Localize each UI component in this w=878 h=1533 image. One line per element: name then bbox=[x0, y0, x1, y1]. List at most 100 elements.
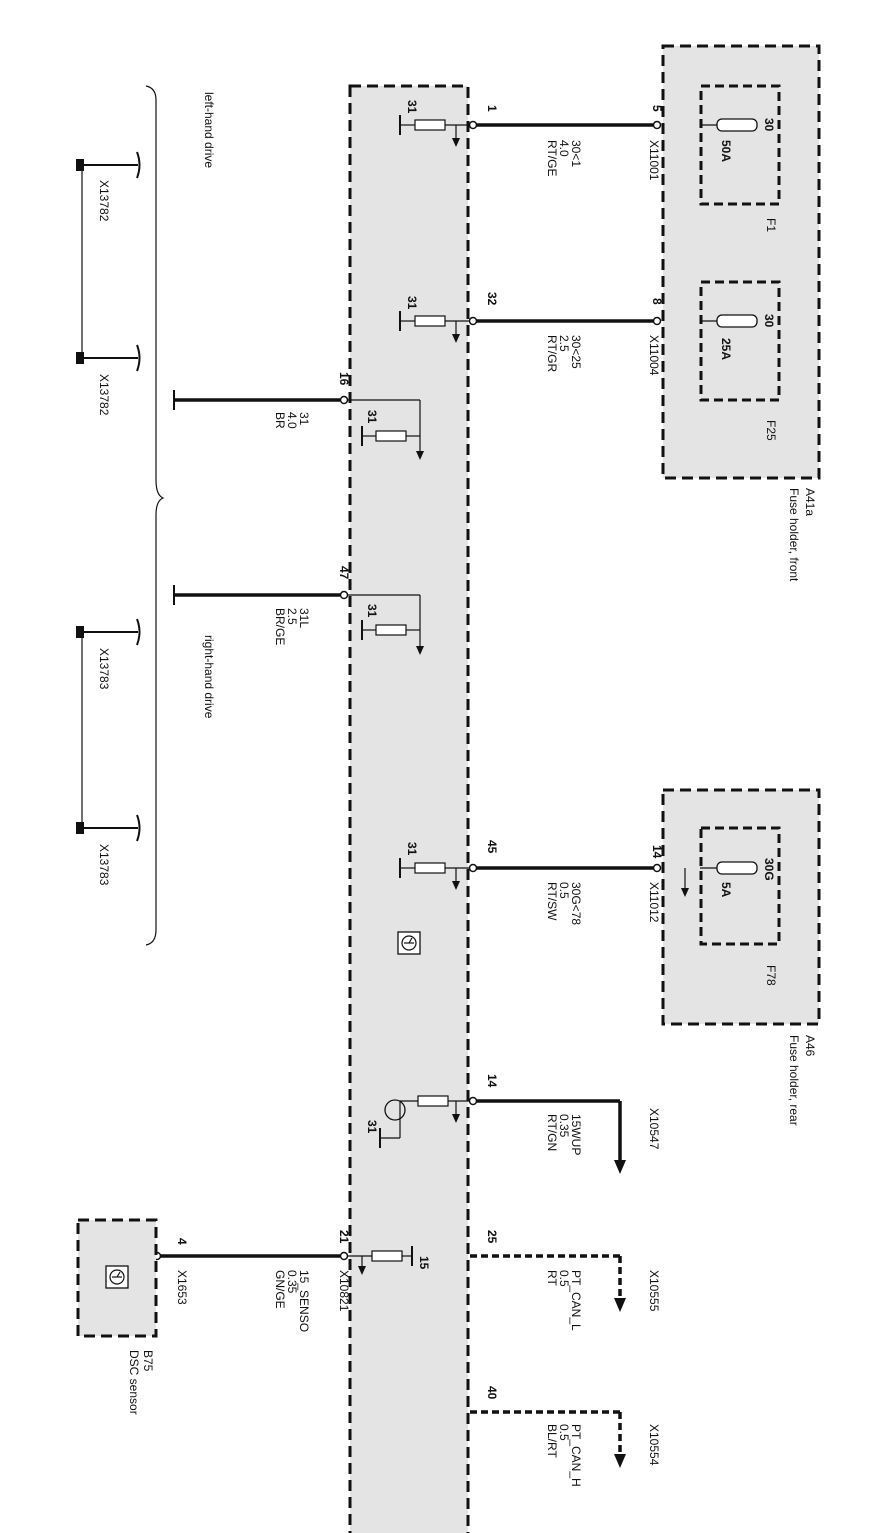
wire-pin-40: 40 X10554 PT_CAN_H 0.5 BL/RT bbox=[470, 1386, 661, 1487]
sensor-icon bbox=[109, 1269, 125, 1285]
connector-x13782: X13782 bbox=[97, 374, 111, 416]
fuse-f25-rating: 25A bbox=[719, 338, 733, 360]
fuse-f25-terminal: 30 bbox=[762, 314, 776, 328]
fuse-holder-front-name: Fuse holder, front bbox=[787, 488, 801, 582]
arrow-down-icon bbox=[614, 1454, 626, 1468]
ground-31-label: 31 bbox=[405, 100, 419, 114]
wire-45-signal: 30G<78 bbox=[569, 882, 583, 925]
control-unit-box bbox=[348, 84, 470, 1533]
dsc-sensor: B75 DSC sensor bbox=[76, 1218, 158, 1415]
fuse-holder-front-id: A41a bbox=[803, 488, 817, 516]
dsc-sensor-id: B75 bbox=[141, 1350, 155, 1372]
pin-8-label: 8 bbox=[650, 298, 664, 305]
fuse-holder-rear-id: A46 bbox=[803, 1035, 817, 1057]
wire-21-size: 0.35 bbox=[285, 1270, 299, 1294]
pin-47-label: 47 bbox=[337, 566, 351, 580]
connector-x13782: X13782 bbox=[97, 180, 111, 222]
fuse-f25-id: F25 bbox=[764, 420, 778, 441]
wire-pin-21: 21 4 X10821 X1653 15_SENSO 0.35 GN/GE 15 bbox=[152, 1230, 431, 1332]
wire-45-size: 0.5 bbox=[557, 882, 571, 899]
pin-32-label: 32 bbox=[485, 292, 499, 306]
pin-21-label: 21 bbox=[337, 1230, 351, 1244]
wire-40-color: BL/RT bbox=[545, 1424, 559, 1458]
connector-x10821: X10821 bbox=[337, 1270, 351, 1312]
fuse-f1-id: F1 bbox=[764, 218, 778, 232]
fuse-f1-terminal: 30 bbox=[762, 118, 776, 132]
wire-25-size: 0.5 bbox=[557, 1270, 571, 1287]
arrow-down-icon bbox=[614, 1160, 626, 1174]
wire-47-color: BR/GE bbox=[273, 608, 287, 645]
connector-x10554: X10554 bbox=[647, 1424, 661, 1466]
fuse-holder-rear: 30G 5A F78 A46 Fuse holder, rear bbox=[661, 788, 821, 1126]
wire-16-color: BR bbox=[273, 412, 287, 429]
wire-16-signal: 31 bbox=[297, 412, 311, 426]
wire-pin-32: 32 8 X11004 30<25 2.5 RT/GR 31 bbox=[399, 292, 664, 376]
connector-x10555: X10555 bbox=[647, 1270, 661, 1312]
fuse-holder-rear-name: Fuse holder, rear bbox=[787, 1035, 801, 1126]
wire-14-signal: 15WUP bbox=[569, 1114, 583, 1155]
wire-1-signal: 30<1 bbox=[569, 140, 583, 167]
ground-31-label: 31 bbox=[365, 410, 379, 424]
ground-31-label: 31 bbox=[365, 604, 379, 618]
wire-47-size: 2.5 bbox=[285, 608, 299, 625]
wire-25-signal: PT_CAN_L bbox=[569, 1270, 583, 1331]
fuse-f78-id: F78 bbox=[764, 965, 778, 986]
right-hand-drive-label: right-hand drive bbox=[202, 635, 216, 719]
wire-14-size: 0.35 bbox=[557, 1114, 571, 1138]
dsc-sensor-name: DSC sensor bbox=[127, 1350, 141, 1415]
fuse-f1-element bbox=[716, 118, 758, 132]
wire-32-color: RT/GR bbox=[545, 335, 559, 372]
connector-x13783: X13783 bbox=[97, 844, 111, 886]
wire-40-signal: PT_CAN_H bbox=[569, 1424, 583, 1487]
arrow-down-icon bbox=[614, 1298, 626, 1312]
pin-16-label: 16 bbox=[337, 372, 351, 386]
fuse-holder-front-box bbox=[661, 44, 821, 480]
connector-x11012: X11012 bbox=[647, 882, 661, 923]
wire-25-color: RT bbox=[545, 1270, 559, 1286]
ground-31-label: 31 bbox=[405, 842, 419, 856]
fuse-f78-rating: 5A bbox=[719, 882, 733, 898]
fuse-holder-front: 30 50A F1 30 25A F25 A41a Fuse holder, f… bbox=[661, 44, 821, 582]
connector-x11001: X11001 bbox=[647, 140, 661, 181]
drive-variant-bracket: left-hand drive right-hand drive X13782 … bbox=[76, 85, 216, 946]
pin-40-label: 40 bbox=[485, 1386, 499, 1400]
fuse-f25-element bbox=[716, 314, 758, 328]
fuse-f1-rating: 50A bbox=[719, 140, 733, 162]
connector-x1653: X1653 bbox=[175, 1270, 189, 1305]
wire-21-signal: 15_SENSO bbox=[297, 1270, 311, 1332]
wire-14-color: RT/GN bbox=[545, 1114, 559, 1151]
wire-pin-47: 47 31L 2.5 BR/GE 31 bbox=[173, 566, 424, 655]
connector-x13783: X13783 bbox=[97, 648, 111, 690]
wire-45-color: RT/SW bbox=[545, 882, 559, 921]
pin-25-label: 25 bbox=[485, 1230, 499, 1244]
wire-32-signal: 30<25 bbox=[569, 335, 583, 369]
wire-pin-45: 45 14 X11012 30G<78 0.5 RT/SW 31 bbox=[399, 840, 664, 925]
wire-47-signal: 31L bbox=[297, 608, 311, 628]
pin-1-label: 1 bbox=[485, 105, 499, 112]
fuse-f78-box bbox=[699, 826, 781, 946]
left-hand-drive-label: left-hand drive bbox=[202, 92, 216, 168]
wire-21-color: GN/GE bbox=[273, 1270, 287, 1309]
ground-31-label: 31 bbox=[405, 296, 419, 310]
fuse-holder-rear-box bbox=[661, 788, 821, 1026]
connector-x11004: X11004 bbox=[647, 335, 661, 376]
connector-x10547: X10547 bbox=[647, 1108, 661, 1150]
pin-14-label: 14 bbox=[485, 1074, 499, 1088]
pin-4-label: 4 bbox=[175, 1238, 189, 1245]
wire-pin-1: 1 5 X11001 30<1 4.0 RT/GE 31 bbox=[399, 100, 664, 181]
wire-1-color: RT/GE bbox=[545, 140, 559, 176]
ground-31-label: 31 bbox=[365, 1120, 379, 1134]
wire-pin-16: 16 31 4.0 BR 31 bbox=[173, 372, 424, 460]
transistor-icon bbox=[384, 1099, 406, 1121]
wire-pin-14: 14 X10547 15WUP 0.35 RT/GN 31 bbox=[365, 1074, 661, 1174]
control-unit-symbol bbox=[397, 931, 421, 955]
terminal-15-label: 15 bbox=[417, 1256, 431, 1270]
pin-45-label: 45 bbox=[485, 840, 499, 854]
fuse-f78-element bbox=[716, 861, 758, 875]
wire-pin-25: 25 X10555 PT_CAN_L 0.5 RT bbox=[470, 1230, 661, 1331]
fuse-f78-ground-arrow bbox=[681, 888, 689, 897]
wire-1-size: 4.0 bbox=[557, 140, 571, 157]
pin-5-label: 5 bbox=[650, 105, 664, 112]
wire-40-size: 0.5 bbox=[557, 1424, 571, 1441]
